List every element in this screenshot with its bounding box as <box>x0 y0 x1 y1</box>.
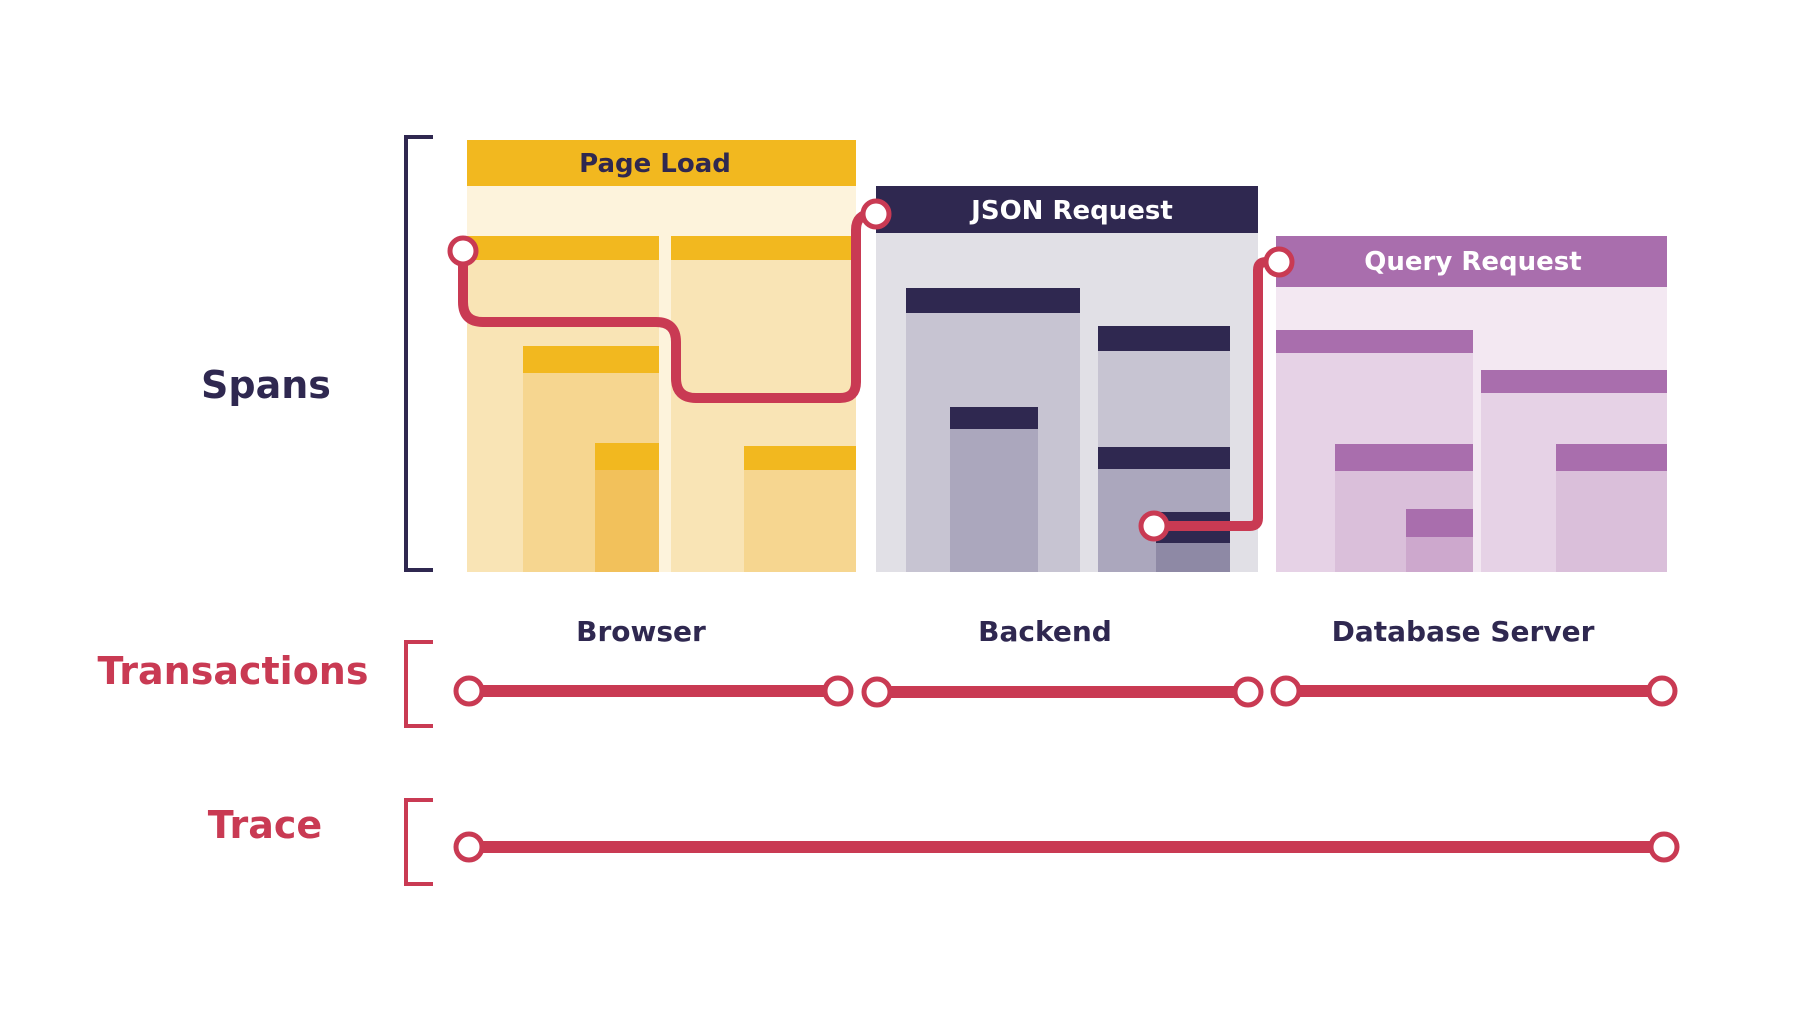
json-request-span-header <box>876 186 1258 233</box>
browser-grandchild-span-bar <box>523 346 659 373</box>
backend-grandchild-left-body <box>950 429 1038 572</box>
backend-span-group: JSON Request <box>876 186 1258 572</box>
db-grandchild-left-bar <box>1335 444 1473 471</box>
db-grandchild-right-body <box>1556 471 1667 572</box>
spans-bracket <box>404 135 433 572</box>
backend-deep-span-body <box>1156 543 1230 572</box>
database-service-label: Database Server <box>1332 615 1595 648</box>
trace-label: Trace <box>208 803 322 847</box>
browser-deep-span-bar <box>595 443 659 470</box>
transaction-database-start <box>1270 675 1302 707</box>
spans-label: Spans <box>201 363 331 407</box>
trace-path-backend-to-db <box>1149 257 1281 531</box>
browser-child-span-right-bar <box>671 236 856 260</box>
browser-service-label: Browser <box>576 615 706 648</box>
backend-child-span-left-bar <box>906 288 1080 313</box>
database-span-group: Query Request <box>1276 236 1667 572</box>
browser-right-deep-span-body <box>744 470 856 572</box>
db-child-span-left-bar <box>1276 330 1473 353</box>
transaction-browser <box>453 675 854 707</box>
db-deep-span-body <box>1406 537 1473 572</box>
trace-path <box>458 209 881 403</box>
json-request-label: JSON Request <box>969 196 1173 226</box>
browser-deep-span-body <box>595 470 659 572</box>
browser-child-span-left-bar <box>467 236 659 260</box>
trace-node-backend-deep <box>1138 510 1170 542</box>
transaction-backend <box>861 676 1264 708</box>
transaction-backend-end <box>1232 676 1264 708</box>
transaction-backend-start <box>861 676 893 708</box>
backend-child-span-right-bar <box>1098 326 1230 351</box>
browser-right-deep-span-bar <box>744 446 856 470</box>
trace-node-query-request <box>1263 246 1295 278</box>
db-deep-span-bar <box>1406 509 1473 537</box>
trace-start <box>453 831 485 863</box>
transaction-database <box>1270 675 1678 707</box>
trace-line-group <box>453 831 1680 863</box>
db-child-span-right-bar <box>1481 370 1667 393</box>
page-load-label: Page Load <box>579 149 731 179</box>
db-grandchild-right-bar <box>1556 444 1667 471</box>
trace-node-json-request <box>860 198 892 230</box>
transactions-bracket <box>404 640 433 728</box>
transaction-database-end <box>1646 675 1678 707</box>
transactions-label: Transactions <box>98 649 369 693</box>
browser-span-group: Page Load <box>467 140 856 572</box>
transaction-browser-end <box>822 675 854 707</box>
trace-end <box>1648 831 1680 863</box>
backend-grandchild-right-bar <box>1098 447 1230 469</box>
trace-bracket <box>404 798 433 886</box>
trace-node-page-load <box>447 235 479 267</box>
backend-grandchild-left-bar <box>950 407 1038 429</box>
page-load-span-header <box>467 140 856 186</box>
query-request-span-header <box>1276 236 1667 287</box>
transaction-browser-start <box>453 675 485 707</box>
backend-service-label: Backend <box>978 615 1112 648</box>
query-request-label: Query Request <box>1364 247 1581 277</box>
